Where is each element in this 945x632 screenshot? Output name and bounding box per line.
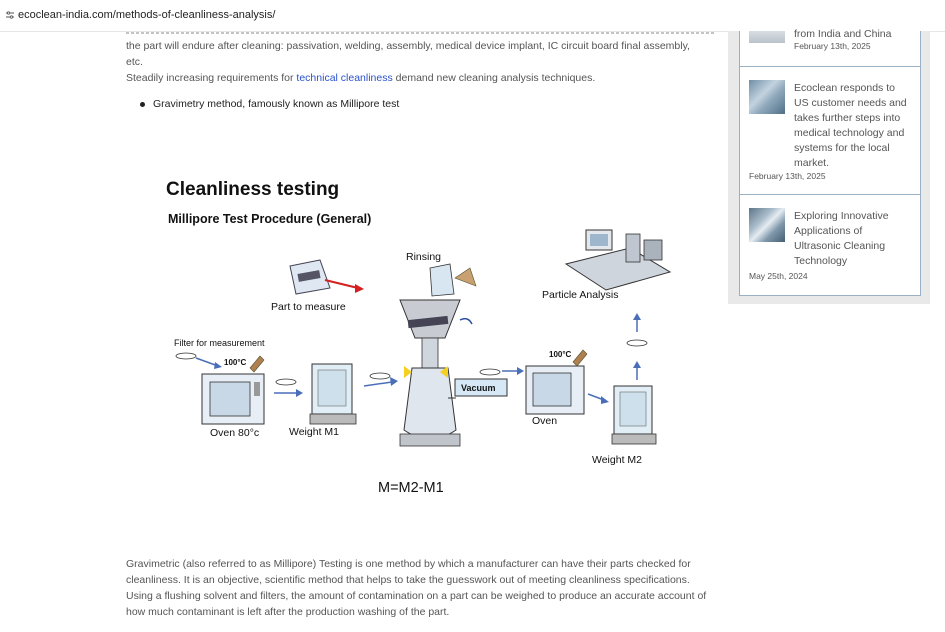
browser-url-bar[interactable]: ecoclean-india.com/methods-of-cleanlines… xyxy=(0,0,945,32)
bullet-text: Gravimetry method, famously known as Mil… xyxy=(153,98,400,110)
label-particle: Particle Analysis xyxy=(542,289,618,301)
filter-disc-1 xyxy=(175,352,197,360)
label-oven: Oven xyxy=(532,415,557,427)
part-bag-illustration xyxy=(289,259,331,295)
clipped-line-top xyxy=(126,31,726,35)
post-1-thumbnail[interactable] xyxy=(749,31,785,43)
article-intro: the part will endure after cleaning: pas… xyxy=(126,38,726,86)
intro-line-2: etc. xyxy=(126,56,143,68)
scale-m2-illustration xyxy=(611,385,657,445)
demand-suffix: demand new cleaning analysis techniques. xyxy=(392,72,596,84)
site-settings-icon[interactable] xyxy=(6,11,14,19)
recent-posts-box: from India and China February 13th, 2025… xyxy=(739,28,921,296)
label-part: Part to measure xyxy=(271,301,346,313)
diagram-title: Cleanliness testing xyxy=(166,179,339,200)
bottom-line-3: Using a flushing solvent and filters, th… xyxy=(126,590,707,602)
demand-line: Steadily increasing requirements for tec… xyxy=(126,70,726,86)
intro-line-1: the part will endure after cleaning: pas… xyxy=(126,40,690,52)
label-weight1: Weight M1 xyxy=(289,426,339,438)
label-100c-right: 100°C xyxy=(549,350,572,359)
recent-post-1[interactable]: from India and China February 13th, 2025 xyxy=(740,28,920,67)
post-1-title[interactable]: from India and China xyxy=(794,28,892,39)
recent-post-3[interactable]: Exploring Innovative Applications of Ult… xyxy=(740,194,920,294)
scale-m1-illustration xyxy=(309,363,357,425)
label-vacuum: Vacuum xyxy=(461,383,496,393)
gravimetric-paragraph: Gravimetric (also referred to as Millipo… xyxy=(126,556,726,620)
post-3-title[interactable]: Exploring Innovative Applications of Ult… xyxy=(794,210,889,267)
label-oven80: Oven 80°c xyxy=(210,427,259,439)
label-100c-left: 100°C xyxy=(224,358,247,367)
rinsing-funnel-illustration xyxy=(399,263,477,447)
microscope-station-illustration xyxy=(564,229,672,291)
post-2-thumbnail[interactable] xyxy=(749,80,785,114)
bullet-dot xyxy=(140,101,145,107)
diagram-subtitle: Millipore Test Procedure (General) xyxy=(168,212,371,226)
red-arrow xyxy=(324,279,359,289)
recent-post-2[interactable]: Ecoclean responds to US customer needs a… xyxy=(740,66,920,195)
label-weight2: Weight M2 xyxy=(592,454,642,466)
post-2-title[interactable]: Ecoclean responds to US customer needs a… xyxy=(794,82,907,169)
millipore-diagram: Cleanliness testing Millipore Test Proce… xyxy=(166,179,672,496)
demand-prefix: Steadily increasing requirements for xyxy=(126,72,297,84)
filter-disc-2 xyxy=(275,378,297,386)
oven-right-illustration xyxy=(525,365,585,415)
post-3-thumbnail[interactable] xyxy=(749,208,785,242)
label-filter: Filter for measurement xyxy=(174,338,265,348)
vacuum-box xyxy=(454,378,508,397)
bottom-line-4: how much contaminant is left after the p… xyxy=(126,606,450,618)
url-text[interactable]: ecoclean-india.com/methods-of-cleanlines… xyxy=(18,9,276,21)
post-1-date: February 13th, 2025 xyxy=(794,41,871,51)
technical-cleanliness-link[interactable]: technical cleanliness xyxy=(296,72,393,84)
filter-disc-3 xyxy=(369,372,391,380)
filter-disc-5 xyxy=(626,339,648,347)
bullet-gravimetry: Gravimetry method, famously known as Mil… xyxy=(140,98,399,110)
formula: M=M2-M1 xyxy=(378,480,444,496)
bottom-line-1: Gravimetric (also referred to as Millipo… xyxy=(126,558,691,570)
post-2-date: February 13th, 2025 xyxy=(749,171,826,181)
post-3-date: May 25th, 2024 xyxy=(749,271,808,281)
bottom-line-2: cleanliness. It is an objective, scienti… xyxy=(126,574,690,586)
oven-80-illustration xyxy=(201,373,265,425)
label-rinsing: Rinsing xyxy=(406,251,441,263)
filter-disc-4 xyxy=(479,368,501,376)
